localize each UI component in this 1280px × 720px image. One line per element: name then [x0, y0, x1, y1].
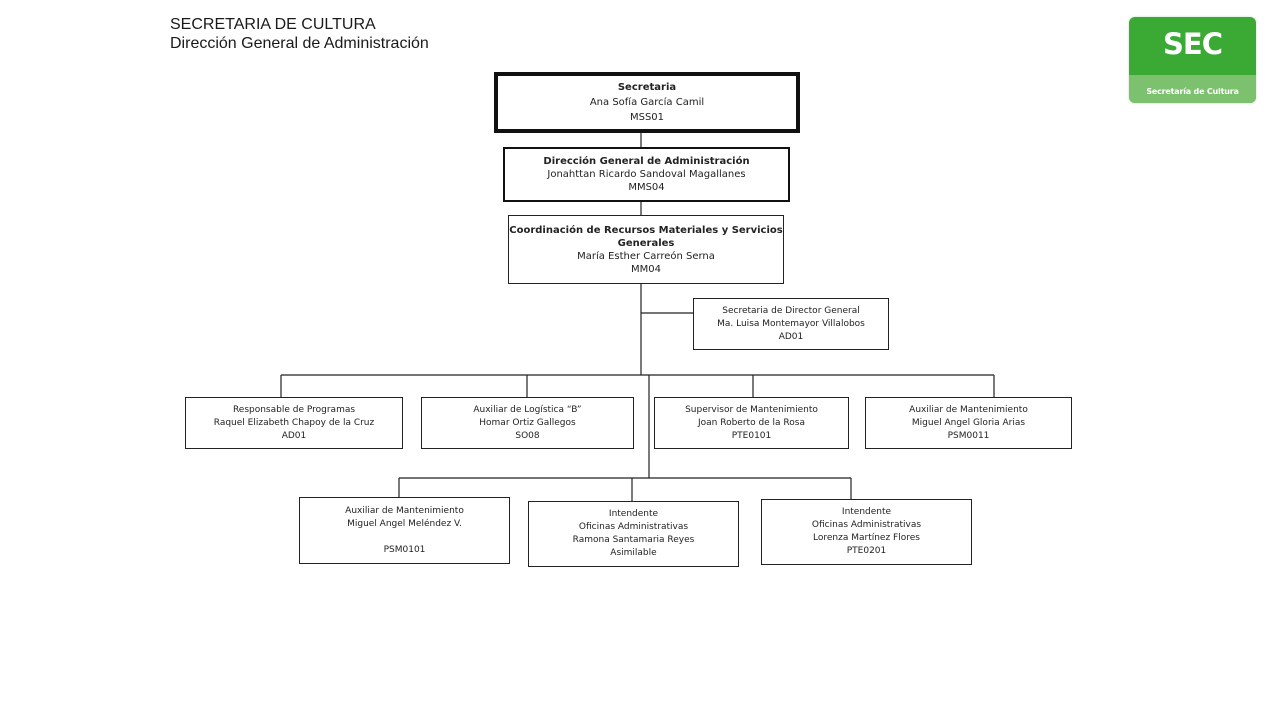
- node-person: Homar Ortiz Gallegos: [479, 417, 576, 428]
- node-title: Auxiliar de Logística “B”: [473, 404, 582, 415]
- node-title-cont: Generales: [617, 237, 675, 249]
- node-title: Intendente: [841, 507, 892, 517]
- node-coordinacion: Coordinación de Recursos Materiales y Se…: [508, 215, 784, 284]
- node-area: Oficinas Administrativas: [811, 520, 922, 530]
- node-spacer: [403, 531, 406, 544]
- node-code: PSM0101: [383, 544, 426, 555]
- node-code: MMS04: [628, 182, 665, 193]
- node-code: AD01: [778, 331, 804, 342]
- node-person: Raquel Elizabeth Chapoy de la Cruz: [213, 417, 375, 428]
- node-title: Auxiliar de Mantenimiento: [345, 505, 464, 516]
- node-code: MM04: [631, 263, 661, 275]
- node-person: Miguel Angel Meléndez V.: [347, 518, 462, 529]
- node-person: Ramona Santamaria Reyes: [572, 535, 695, 545]
- sec-logo: SEC Secretaría de Cultura: [1129, 17, 1256, 103]
- node-secretaria: Secretaria Ana Sofía García Camil MSS01: [494, 72, 800, 133]
- node-person: Miguel Angel Gloria Arias: [911, 417, 1026, 428]
- node-title: Supervisor de Mantenimiento: [685, 404, 818, 415]
- page-header: SECRETARIA DE CULTURA Dirección General …: [170, 15, 429, 53]
- node-intendente-2: Intendente Oficinas Administrativas Lore…: [761, 499, 972, 565]
- node-intendente-1: Intendente Oficinas Administrativas Ramo…: [528, 501, 739, 567]
- node-area: Oficinas Administrativas: [578, 522, 689, 532]
- node-title: Secretaria: [617, 82, 677, 93]
- node-code: AD01: [281, 430, 307, 441]
- node-person: Ma. Luisa Montemayor Villalobos: [717, 318, 865, 329]
- header-title: SECRETARIA DE CULTURA: [170, 16, 376, 33]
- node-code: PTE0201: [846, 546, 887, 556]
- node-person: Ana Sofía García Camil: [589, 97, 705, 108]
- node-code: MSS01: [629, 112, 665, 123]
- node-person: Jonahttan Ricardo Sandoval Magallanes: [547, 169, 746, 180]
- node-title: Intendente: [608, 509, 659, 519]
- node-title: Coordinación de Recursos Materiales y Se…: [509, 224, 783, 236]
- node-auxiliar-mantenimiento-1: Auxiliar de Mantenimiento Miguel Angel G…: [865, 397, 1072, 449]
- node-title: Auxiliar de Mantenimiento: [909, 404, 1028, 415]
- node-title: Responsable de Programas: [232, 404, 356, 415]
- node-code: Asimilable: [610, 548, 657, 558]
- node-auxiliar-logistica: Auxiliar de Logística “B” Homar Ortiz Ga…: [421, 397, 634, 449]
- node-responsable-programas: Responsable de Programas Raquel Elizabet…: [185, 397, 403, 449]
- node-supervisor-mantenimiento: Supervisor de Mantenimiento Joan Roberto…: [654, 397, 849, 449]
- node-title: Dirección General de Administración: [543, 156, 750, 167]
- logo-mark: SEC: [1163, 27, 1223, 61]
- node-title: Secretaria de Director General: [722, 305, 860, 316]
- node-secretaria-director: Secretaria de Director General Ma. Luisa…: [693, 298, 889, 350]
- logo-band: [1129, 75, 1256, 103]
- node-person: Lorenza Martínez Flores: [813, 533, 920, 543]
- node-auxiliar-mantenimiento-2: Auxiliar de Mantenimiento Miguel Angel M…: [299, 497, 510, 564]
- node-direccion-general: Dirección General de Administración Jona…: [503, 147, 790, 202]
- node-code: SO08: [515, 430, 540, 441]
- header-subtitle: Dirección General de Administración: [170, 35, 429, 52]
- node-person: María Esther Carreón Serna: [577, 250, 715, 262]
- node-code: PTE0101: [731, 430, 772, 441]
- node-person: Joan Roberto de la Rosa: [698, 417, 805, 428]
- node-code: PSM0011: [947, 430, 990, 441]
- logo-subtitle: Secretaría de Cultura: [1146, 87, 1239, 96]
